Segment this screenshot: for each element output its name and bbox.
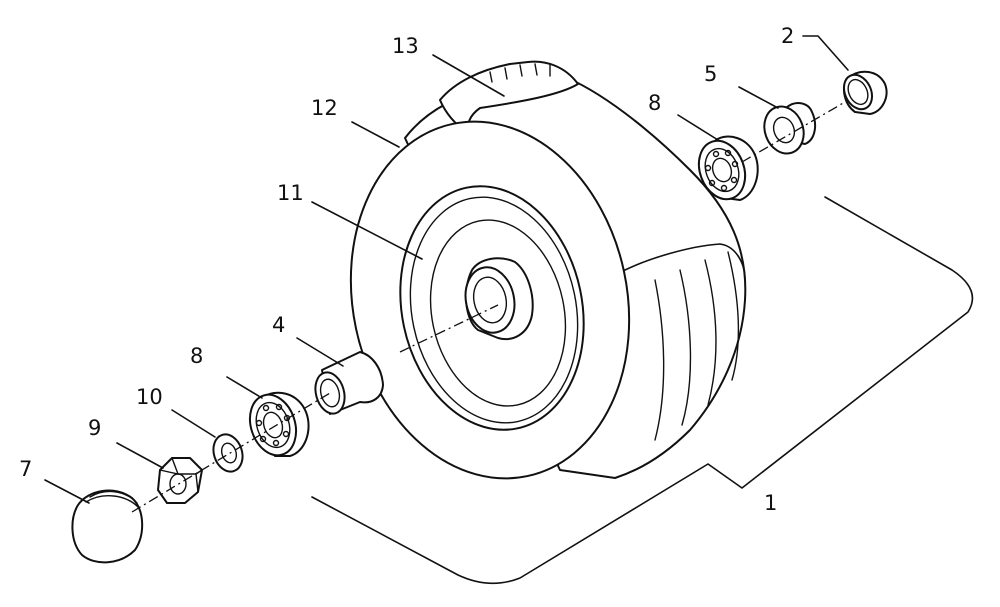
leader-4 xyxy=(296,337,344,367)
part-4-spacer xyxy=(314,351,384,415)
leader-11 xyxy=(311,201,423,260)
leader-5 xyxy=(738,86,779,109)
tread-notch xyxy=(519,64,523,77)
leader-7 xyxy=(44,479,90,504)
leader-2 xyxy=(802,35,849,71)
part-label-8-right: 8 xyxy=(648,91,661,115)
part-10-washer xyxy=(212,433,244,473)
axis-line xyxy=(399,304,499,353)
part-5-bushing xyxy=(763,102,817,155)
tread-edge xyxy=(624,243,746,281)
leader-12 xyxy=(351,121,400,148)
tread-groove xyxy=(654,279,665,441)
rim-ring xyxy=(409,196,579,424)
part-label-8-left: 8 xyxy=(190,344,203,368)
tread-groove xyxy=(727,251,740,381)
leader-9 xyxy=(116,442,164,469)
part-label-10: 10 xyxy=(136,385,163,409)
tread-notch xyxy=(504,67,508,80)
wheel-assembly xyxy=(349,60,747,480)
assembly-bracket xyxy=(311,196,974,585)
leader-8-left xyxy=(226,376,263,399)
part-label-2: 2 xyxy=(781,24,794,48)
part-8-bearing-left xyxy=(248,391,310,457)
axis-line-left xyxy=(131,392,331,513)
part-7-dome-cap xyxy=(71,489,144,564)
leader-8-right xyxy=(677,114,719,141)
tread-groove xyxy=(679,269,692,426)
leader-13 xyxy=(432,54,505,97)
tread-notch xyxy=(489,71,493,83)
part-label-12: 12 xyxy=(311,96,338,120)
tread-notch xyxy=(534,63,538,76)
hub-bore-inner xyxy=(472,276,508,324)
part-8-bearing-right xyxy=(697,135,759,201)
rim-ring-inner xyxy=(429,219,567,407)
part-label-7: 7 xyxy=(19,457,32,481)
part-label-1: 1 xyxy=(764,491,777,515)
part-label-5: 5 xyxy=(704,62,717,86)
part-label-9: 9 xyxy=(88,416,101,440)
part-9-nut xyxy=(157,457,203,504)
part-label-11: 11 xyxy=(277,181,304,205)
leader-10 xyxy=(171,409,216,438)
tread-groove xyxy=(704,259,717,406)
part-2-cap xyxy=(842,70,888,115)
part-label-13: 13 xyxy=(392,34,419,58)
part-label-4: 4 xyxy=(272,313,285,337)
